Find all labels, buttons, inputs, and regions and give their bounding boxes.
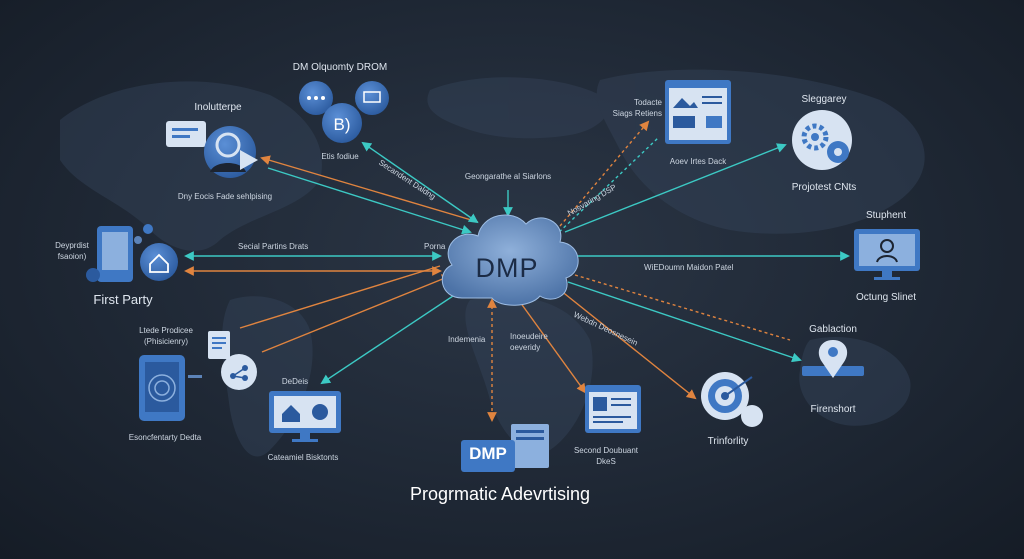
world-map-background (60, 69, 925, 457)
top-left-sub: Dny Eocis Fade sehlpising (177, 192, 273, 201)
first-party-label: First Party (93, 292, 153, 307)
bottom-right-label: Trinforlity (707, 436, 749, 447)
center-top-label: Geongarathe al Siarlons (464, 172, 552, 181)
home-icon (140, 243, 178, 281)
dmp-badge-node (461, 424, 549, 472)
b-letter: B) (334, 115, 351, 134)
bottom-mid-top-label: DeDeis (281, 377, 309, 386)
bottom-center-line2: DkeS (596, 457, 616, 466)
right-node (854, 229, 920, 280)
database-icon (511, 424, 549, 468)
top-center-heading: DM Olquomty DROM (292, 62, 388, 73)
arrow-mid-left (261, 274, 452, 353)
person-small-icon (312, 404, 328, 420)
dmp-cloud (441, 214, 579, 306)
dmp-badge-label: DMP (469, 444, 507, 463)
right-sub: Octung Slinet (855, 292, 917, 303)
arrow-from-top-left (267, 167, 472, 235)
top-right-line1: Todacte (633, 98, 662, 107)
home-small-icon (282, 405, 300, 422)
connector-inoeudeire-1: Inoeudeire (510, 332, 548, 341)
mid-left-line2: (Phisicienry) (143, 337, 189, 346)
arrow-top-center (361, 141, 479, 224)
bottom-center-node (585, 385, 641, 433)
right-mid-node (802, 340, 864, 378)
top-right-line2: Siags Retiens (612, 109, 662, 118)
right-mid-sub: Firenshort (810, 404, 856, 415)
right-heading: Stuphent (865, 210, 907, 221)
mid-left-line1: Ltede Prodicee (139, 326, 193, 335)
far-right-node (792, 110, 852, 170)
connector-lines (184, 120, 850, 422)
top-center-node: B) (299, 81, 389, 143)
bottom-mid-label: Cateamiel Bisktonts (267, 453, 339, 462)
arrow-top-right (559, 120, 650, 227)
top-center-sub: Etis fodiue (321, 152, 359, 161)
right-mid-heading: Gablaction (809, 324, 857, 335)
location-pin-icon (818, 340, 848, 378)
bottom-mid-node (269, 391, 341, 442)
arrow-bottom-mid (320, 289, 463, 385)
far-right-heading: Sleggarey (801, 94, 847, 105)
arrow-right-mid (567, 281, 802, 363)
top-left-node (166, 121, 258, 178)
bottom-right-node (701, 372, 763, 427)
arrow-bottom-right (559, 289, 697, 400)
diagram-title: Progrmatic Adevrtising (409, 484, 591, 504)
arrow-bottom-center-right (519, 301, 587, 394)
connector-secial: Secial Partins Drats (238, 242, 309, 251)
arrow-far-right (564, 143, 787, 233)
dmp-hub-label: DMP (475, 253, 539, 283)
connector-webdeum: WiEDoumn Maidon Patel (644, 263, 734, 272)
top-left-heading: Inolutterpe (194, 102, 242, 113)
arrow-right-mid-dash (574, 274, 791, 341)
bottom-center-line1: Second Doubuant (573, 446, 639, 455)
play-icon (240, 150, 258, 170)
top-right-sub: Aoev Irtes Dack (669, 157, 727, 166)
b-bubble-icon (322, 103, 362, 143)
connector-porna: Porna (424, 242, 446, 251)
first-party-node (86, 224, 178, 282)
bottom-left-label: Esoncfentarty Dedta (128, 433, 202, 442)
arrow-mid-left-2 (239, 265, 441, 329)
chat-bubble-icon (166, 121, 206, 147)
far-right-sub: Projotest CNts (791, 182, 857, 193)
left-heading-line2: fsaoion) (57, 252, 87, 261)
document-icon (208, 331, 230, 359)
connector-inoeudeire-2: oeveridy (510, 343, 541, 352)
connector-indemenia: Indemenia (448, 335, 486, 344)
screen-icon (355, 81, 389, 115)
mid-left-node (139, 331, 257, 421)
left-heading-line1: Deyprdist (55, 241, 89, 250)
top-right-node (665, 80, 731, 144)
